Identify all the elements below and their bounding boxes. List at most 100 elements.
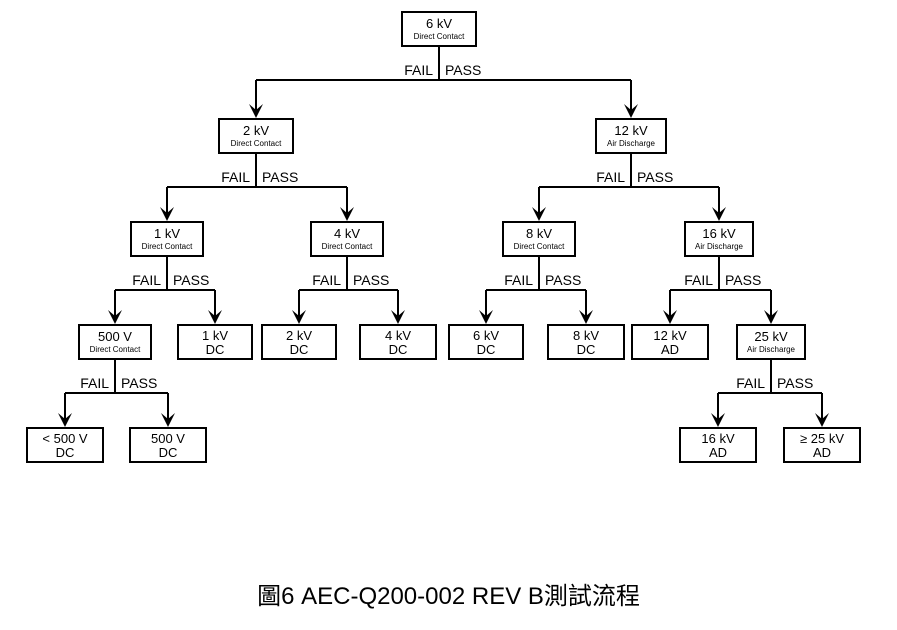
pass-label: PASS xyxy=(637,169,673,185)
node-box xyxy=(684,221,754,257)
node-voltage: 500 V xyxy=(98,329,132,344)
result-box xyxy=(359,324,437,360)
fail-arrow-head xyxy=(160,207,174,221)
result-method: DC xyxy=(477,342,496,357)
node-voltage: 25 kV xyxy=(754,329,788,344)
branch-connector: FAIL PASS xyxy=(711,359,829,427)
node-method: Direct Contact xyxy=(90,345,141,354)
node-box xyxy=(736,324,806,360)
fail-arrow-head xyxy=(292,310,306,324)
fail-label: FAIL xyxy=(132,272,161,288)
result-method: DC xyxy=(206,342,225,357)
pass-label: PASS xyxy=(445,62,481,78)
pass-arrow-head xyxy=(391,310,405,324)
pass-arrow-head xyxy=(712,207,726,221)
pass-label: PASS xyxy=(545,272,581,288)
result-box xyxy=(448,324,524,360)
pass-arrow-head xyxy=(340,207,354,221)
result-method: DC xyxy=(577,342,596,357)
branch-connector: FAIL PASS xyxy=(532,153,726,221)
result-voltage: ≥ 25 kV xyxy=(800,431,844,446)
fail-arrow-head xyxy=(108,310,122,324)
fail-arrow-head xyxy=(58,413,72,427)
node-method: Air Discharge xyxy=(607,139,656,148)
result-box xyxy=(631,324,709,360)
result-voltage: 6 kV xyxy=(473,328,499,343)
node-voltage: 8 kV xyxy=(526,226,552,241)
pass-arrow-head xyxy=(764,310,778,324)
pass-arrow-head xyxy=(815,413,829,427)
node-method: Direct Contact xyxy=(514,242,565,251)
result-method: AD xyxy=(709,445,727,460)
node-method: Direct Contact xyxy=(142,242,193,251)
result-voltage: 500 V xyxy=(151,431,185,446)
result-box xyxy=(679,427,757,463)
result-box xyxy=(783,427,861,463)
branch-connector: FAIL PASS xyxy=(479,256,593,324)
node-method: Air Discharge xyxy=(747,345,796,354)
node-box xyxy=(595,118,667,154)
figure-caption: 圖6 AEC-Q200-002 REV B測試流程 xyxy=(257,583,640,610)
fail-label: FAIL xyxy=(80,375,109,391)
esd-test-flow-tree: FAIL PASS FAIL PASS FAIL PASS FAIL PASS FAIL PASS… xyxy=(26,11,861,463)
result-voltage: 16 kV xyxy=(701,431,735,446)
result-voltage: < 500 V xyxy=(42,431,88,446)
result-node-rlt500: < 500 VDC xyxy=(26,427,104,463)
fail-label: FAIL xyxy=(736,375,765,391)
pass-label: PASS xyxy=(777,375,813,391)
node-voltage: 4 kV xyxy=(334,226,360,241)
result-method: DC xyxy=(159,445,178,460)
node-method: Air Discharge xyxy=(695,242,744,251)
result-method: DC xyxy=(389,342,408,357)
fail-arrow-head xyxy=(249,104,263,118)
node-voltage: 2 kV xyxy=(243,123,269,138)
pass-label: PASS xyxy=(353,272,389,288)
fail-arrow-head xyxy=(532,207,546,221)
result-box xyxy=(177,324,253,360)
fail-label: FAIL xyxy=(596,169,625,185)
result-box xyxy=(547,324,625,360)
fail-label: FAIL xyxy=(504,272,533,288)
result-method: AD xyxy=(661,342,679,357)
node-method: Direct Contact xyxy=(414,32,465,41)
pass-arrow-head xyxy=(624,104,638,118)
result-box xyxy=(129,427,207,463)
result-voltage: 8 kV xyxy=(573,328,599,343)
node-box xyxy=(502,221,576,257)
node-box xyxy=(310,221,384,257)
result-voltage: 2 kV xyxy=(286,328,312,343)
node-voltage: 12 kV xyxy=(614,123,648,138)
result-voltage: 1 kV xyxy=(202,328,228,343)
fail-arrow-head xyxy=(663,310,677,324)
fail-arrow-head xyxy=(711,413,725,427)
result-method: DC xyxy=(290,342,309,357)
node-voltage: 6 kV xyxy=(426,16,452,31)
result-box xyxy=(261,324,337,360)
pass-label: PASS xyxy=(725,272,761,288)
node-voltage: 1 kV xyxy=(154,226,180,241)
result-method: AD xyxy=(813,445,831,460)
pass-arrow-head xyxy=(161,413,175,427)
result-node-r500vdc: 500 VDC xyxy=(129,427,207,463)
pass-arrow-head xyxy=(579,310,593,324)
node-method: Direct Contact xyxy=(322,242,373,251)
node-box xyxy=(130,221,204,257)
